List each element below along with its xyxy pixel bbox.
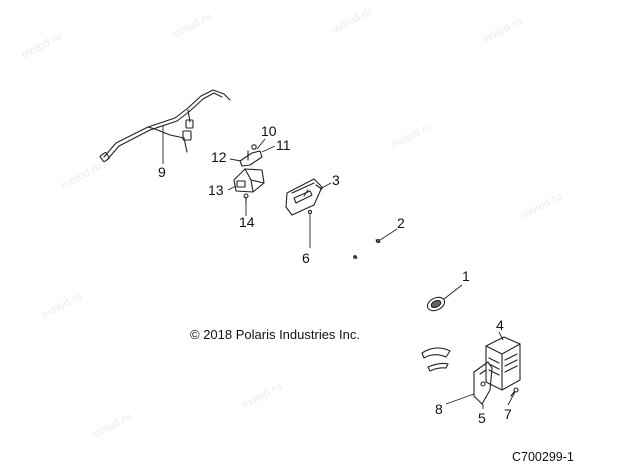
callout-9: 9 xyxy=(158,164,166,180)
relay-box xyxy=(485,336,521,391)
figure-id: C700299-1 xyxy=(512,450,574,464)
leader-lines xyxy=(162,125,516,409)
ecu-module xyxy=(285,178,323,216)
gasket xyxy=(421,347,451,372)
fastener xyxy=(353,238,381,259)
copyright-notice: © 2018 Polaris Industries Inc. xyxy=(190,327,360,342)
screw xyxy=(510,387,519,397)
callout-12: 12 xyxy=(211,149,227,165)
callout-6: 6 xyxy=(302,250,310,266)
callout-1: 1 xyxy=(462,268,470,284)
callout-2: 2 xyxy=(397,215,405,231)
callout-13: 13 xyxy=(208,182,224,198)
callout-5: 5 xyxy=(478,410,486,426)
mounting-plate xyxy=(473,361,493,405)
mounting-bracket xyxy=(239,144,263,167)
callout-11: 11 xyxy=(276,137,291,153)
wire-harness xyxy=(99,89,231,163)
control-module xyxy=(233,168,265,193)
callout-3: 3 xyxy=(332,172,340,188)
fastener xyxy=(307,209,313,215)
callout-7: 7 xyxy=(504,406,512,422)
callout-4: 4 xyxy=(496,317,504,333)
grommet xyxy=(426,296,446,312)
callout-8: 8 xyxy=(435,401,443,417)
screw xyxy=(243,193,249,204)
callout-14: 14 xyxy=(239,214,255,230)
callout-10: 10 xyxy=(261,123,277,139)
